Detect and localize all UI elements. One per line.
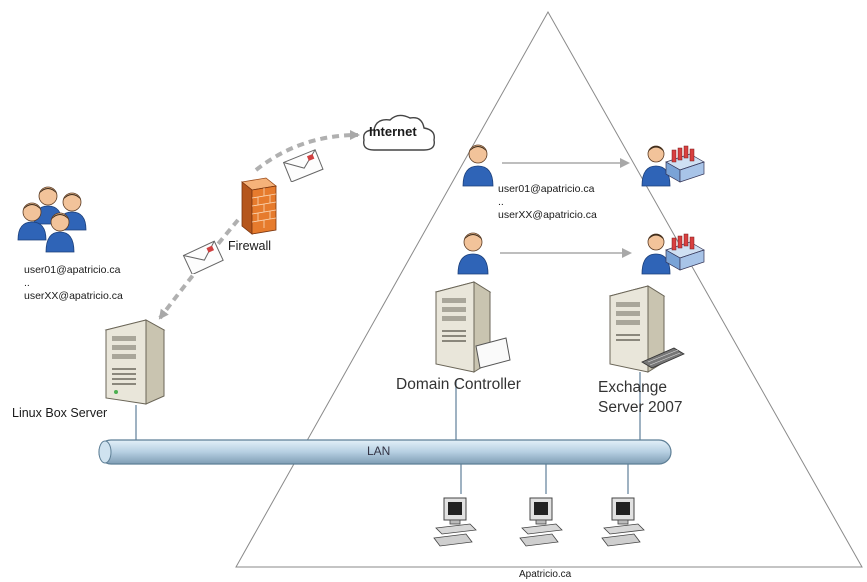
exchange-server-icon xyxy=(608,285,685,373)
email-envelope-icon xyxy=(182,240,224,274)
domain-users-list: user01@apatricio.ca .. userXX@apatricio.… xyxy=(498,183,597,222)
domain-controller-server-icon xyxy=(434,281,511,373)
mailbox-user-icon xyxy=(641,233,705,275)
mail-flow-firewall-to-internet xyxy=(254,130,360,172)
linux-users-list: user01@apatricio.ca .. userXX@apatricio.… xyxy=(24,264,123,303)
linux-server-icon xyxy=(104,319,166,405)
domain-controller-label: Domain Controller xyxy=(396,376,521,393)
firewall-label: Firewall xyxy=(228,239,272,253)
workstation-icon xyxy=(601,497,645,547)
internet-label: Internet xyxy=(369,124,417,139)
domain-user-last: userXX@apatricio.ca xyxy=(498,209,597,221)
lan-label: LAN xyxy=(367,444,391,458)
firewall-icon xyxy=(241,177,277,235)
user-icon xyxy=(457,232,489,275)
email-envelope-icon xyxy=(282,149,324,182)
workstation-icon xyxy=(519,497,563,547)
mailbox-user-icon xyxy=(641,145,705,187)
linux-user-first: user01@apatricio.ca xyxy=(24,264,121,276)
domain-label: Apatricio.ca xyxy=(519,569,572,580)
internet-cloud-icon xyxy=(363,114,435,151)
exchange-server-label: Exchange Server 2007 xyxy=(598,378,682,418)
exchange-server-label-line1: Exchange xyxy=(598,379,667,396)
user-group-icon xyxy=(17,186,87,253)
domain-user-first: user01@apatricio.ca xyxy=(498,183,595,195)
linux-server-label: Linux Box Server xyxy=(12,406,108,420)
exchange-server-label-line2: Server 2007 xyxy=(598,399,683,416)
linux-user-ellipsis: .. xyxy=(24,277,30,289)
domain-triangle xyxy=(235,10,863,568)
domain-user-ellipsis: .. xyxy=(498,196,504,208)
workstation-icon xyxy=(433,497,477,547)
linux-user-last: userXX@apatricio.ca xyxy=(24,290,123,302)
user-icon xyxy=(462,144,494,187)
